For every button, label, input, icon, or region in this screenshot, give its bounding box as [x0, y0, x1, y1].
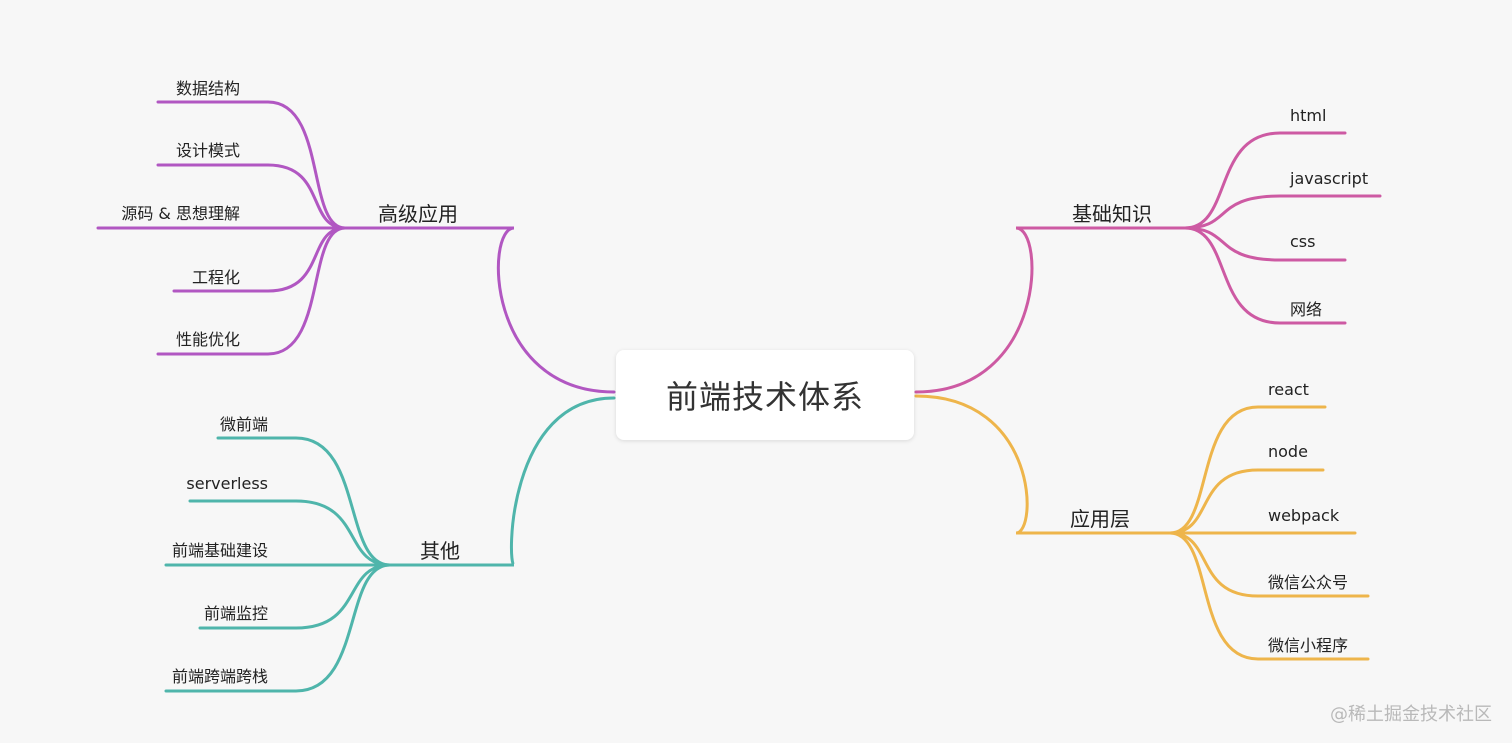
leaf-label-basics-3[interactable]: 网络 [1290, 300, 1323, 319]
leaf-label-other-2[interactable]: 前端基础建设 [171, 541, 268, 560]
leaf-connector-advanced-1 [156, 163, 347, 230]
leaf-label-basics-2[interactable]: css [1290, 232, 1316, 251]
leaf-connector-basics-1 [1183, 194, 1382, 230]
leaf-label-advanced-3[interactable]: 工程化 [191, 268, 240, 287]
leaf-label-basics-1[interactable]: javascript [1290, 169, 1369, 188]
leaf-connector-other-4 [164, 563, 392, 693]
leaf-connector-application-4 [1168, 531, 1370, 661]
branch-label-advanced[interactable]: 高级应用 [378, 202, 458, 226]
leaf-label-advanced-4[interactable]: 性能优化 [175, 330, 240, 349]
branch-label-basics[interactable]: 基础知识 [1072, 202, 1152, 226]
leaf-label-other-4[interactable]: 前端跨端跨栈 [171, 667, 268, 686]
leaf-connector-advanced-4 [156, 226, 347, 356]
leaf-label-other-1[interactable]: serverless [186, 474, 268, 493]
leaf-connector-advanced-3 [172, 226, 347, 293]
leaf-connector-advanced-0 [156, 100, 347, 230]
branch-connector-application [914, 394, 1172, 535]
leaf-label-application-0[interactable]: react [1268, 380, 1309, 399]
leaf-connector-application-0 [1168, 405, 1327, 535]
leaf-connector-other-0 [216, 436, 392, 567]
root-node[interactable]: 前端技术体系 [616, 350, 914, 440]
leaf-label-advanced-1[interactable]: 设计模式 [175, 141, 240, 160]
leaf-label-advanced-0[interactable]: 数据结构 [175, 79, 240, 98]
leaf-label-advanced-2[interactable]: 源码 & 思想理解 [121, 204, 240, 223]
leaf-connector-basics-3 [1183, 226, 1347, 325]
leaf-label-other-3[interactable]: 前端监控 [203, 604, 268, 623]
leaf-connector-application-3 [1168, 531, 1370, 598]
leaf-label-application-3[interactable]: 微信公众号 [1268, 573, 1349, 592]
leaf-connector-other-1 [188, 499, 392, 567]
branch-label-other[interactable]: 其他 [420, 539, 460, 563]
branch-connector-other [388, 396, 616, 567]
leaf-label-application-1[interactable]: node [1268, 442, 1308, 461]
leaf-label-other-0[interactable]: 微前端 [219, 415, 268, 434]
leaf-connector-basics-2 [1183, 226, 1347, 262]
leaf-label-application-4[interactable]: 微信小程序 [1268, 636, 1349, 655]
leaf-connector-other-3 [198, 563, 392, 630]
leaf-connector-basics-0 [1183, 131, 1347, 230]
branch-connector-basics [914, 226, 1187, 394]
leaf-label-basics-0[interactable]: html [1290, 106, 1327, 125]
leaf-connector-application-1 [1168, 468, 1325, 535]
root-node-label: 前端技术体系 [665, 378, 864, 416]
branch-label-application[interactable]: 应用层 [1070, 507, 1130, 531]
watermark: @稀土掘金技术社区 [1330, 704, 1492, 725]
branch-connector-advanced [343, 226, 616, 394]
leaf-label-application-2[interactable]: webpack [1268, 506, 1340, 525]
